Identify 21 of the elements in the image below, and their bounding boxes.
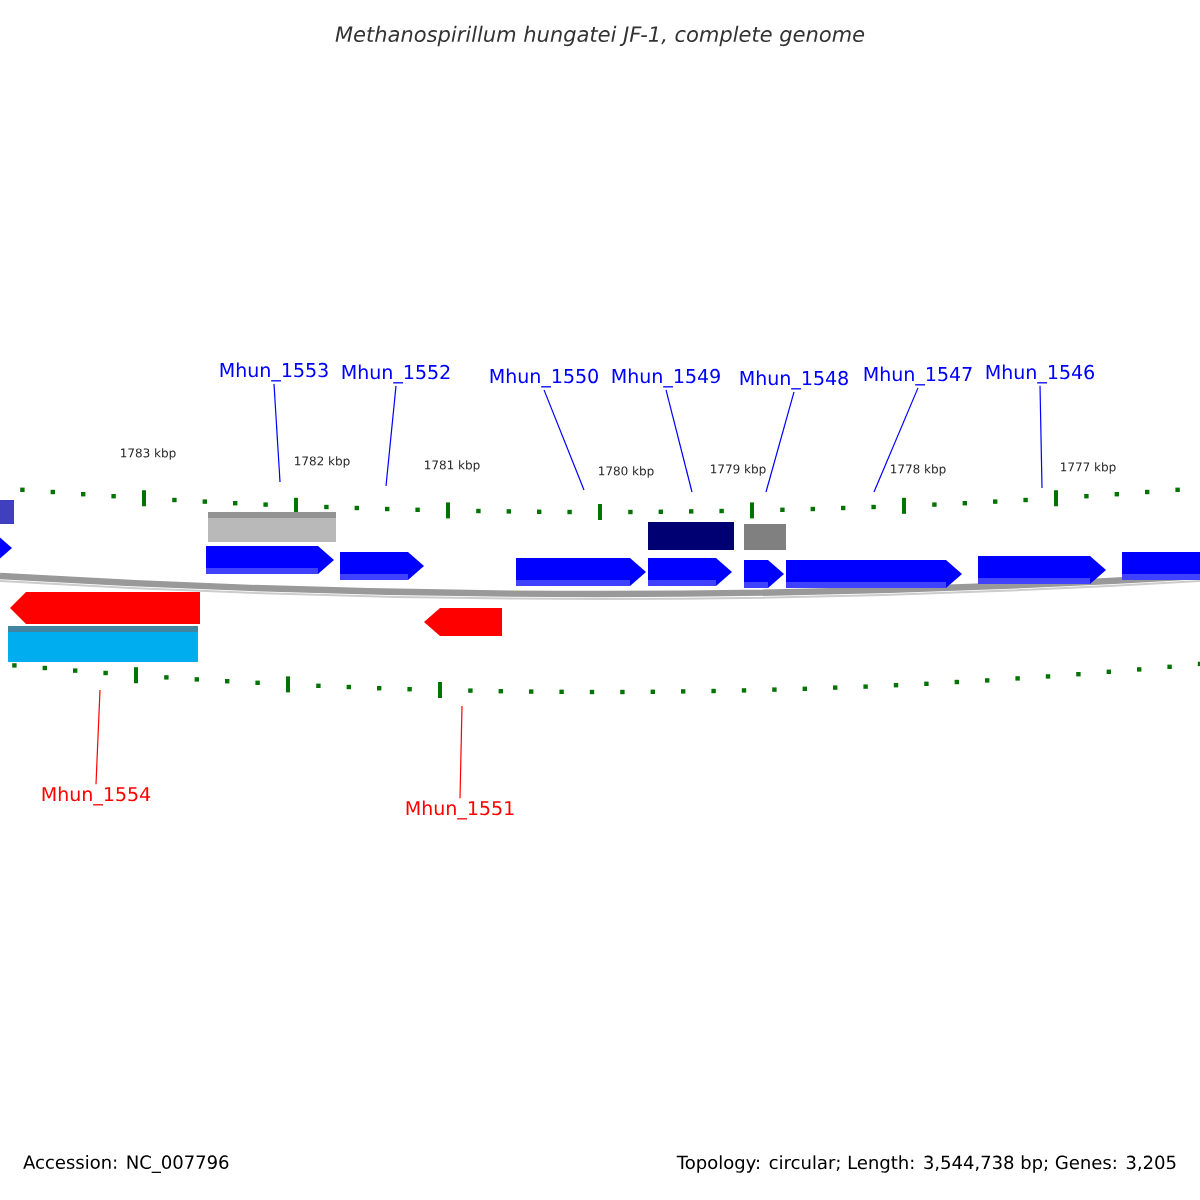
leader-line xyxy=(765,391,795,493)
gene-label: Mhun_1553 xyxy=(220,362,328,382)
leader-line xyxy=(459,705,463,799)
gene-label: Mhun_1546 xyxy=(986,364,1094,384)
leader-line xyxy=(543,389,585,491)
gene-label: Mhun_1547 xyxy=(864,366,972,386)
gene-label: Mhun_1548 xyxy=(740,370,848,390)
leader-line xyxy=(273,383,281,483)
title: Methanospirillum hungatei JF-1, complete genome xyxy=(335,25,865,47)
leader-line xyxy=(385,385,397,487)
accession-text: Accession: NC_007796 xyxy=(23,1155,229,1173)
leader-line xyxy=(95,689,101,785)
gene-label: Mhun_1549 xyxy=(612,368,720,388)
gene-label: Mhun_1554 xyxy=(42,786,151,806)
gene-label: Mhun_1550 xyxy=(490,368,598,388)
leader-line xyxy=(665,389,693,493)
gene-label: Mhun_1551 xyxy=(406,800,514,820)
leader-line xyxy=(873,387,919,493)
leader-line xyxy=(1039,385,1043,489)
genome-info-text: Topology: circular; Length: 3,544,738 bp; Genes: 3,205 xyxy=(676,1155,1176,1173)
gene-label: Mhun_1552 xyxy=(342,364,450,384)
